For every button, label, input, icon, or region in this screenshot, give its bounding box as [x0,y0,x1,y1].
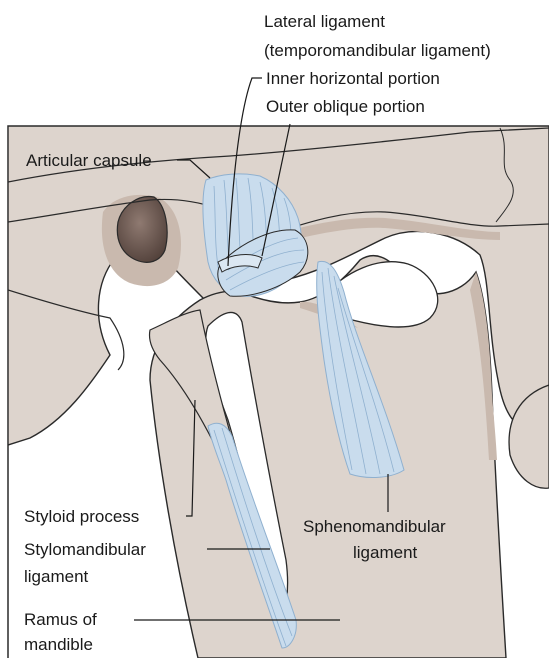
stylomandibular-label-line2: ligament [24,566,88,587]
styloid-process-label: Styloid process [24,506,139,527]
stylomandibular-label: Stylomandibular [24,539,146,560]
inner-horizontal-portion-label: Inner horizontal portion [266,68,440,89]
outer-oblique-portion-label: Outer oblique portion [266,96,425,117]
sphenomandibular-label-line2: ligament [353,542,417,563]
lateral-ligament-label: Lateral ligament [264,11,385,32]
articular-capsule-label: Articular capsule [26,150,152,171]
sphenomandibular-label: Sphenomandibular [303,516,446,537]
ramus-label: Ramus of [24,609,97,630]
ramus-label-line2: mandible [24,634,93,655]
lateral-ligament-subtitle: (temporomandibular ligament) [264,40,491,61]
